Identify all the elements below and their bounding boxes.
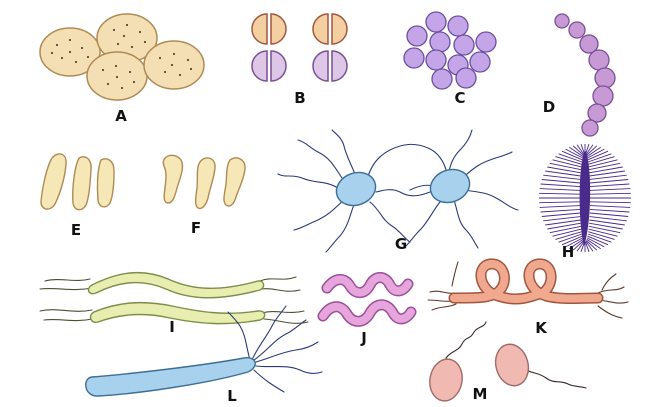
rod-cell xyxy=(41,154,66,209)
fimbria-line xyxy=(590,184,630,187)
fimbria-line xyxy=(590,193,631,194)
fimbria-line xyxy=(539,193,580,194)
fimbria-line xyxy=(543,217,580,221)
spirillum-cell xyxy=(323,305,411,322)
rod-cell xyxy=(97,159,114,207)
coccus-cell xyxy=(426,50,446,70)
fimbria-line xyxy=(590,202,631,203)
figure-f-club-rods xyxy=(163,155,245,208)
coccus-cell xyxy=(595,68,615,88)
label-h: H xyxy=(562,243,575,261)
club-cell xyxy=(196,158,215,209)
club-cell xyxy=(224,158,245,206)
coccus-cell xyxy=(588,104,606,122)
figure-i-long-rods xyxy=(40,273,308,324)
club-cell xyxy=(163,155,182,203)
figure-c-staphylococci xyxy=(404,12,496,89)
fimbria-line xyxy=(590,209,630,212)
fimbria-line xyxy=(542,180,581,184)
coccus-cell xyxy=(404,48,424,68)
fimbria-line xyxy=(539,202,580,203)
figure-g-flagellated-cells xyxy=(278,130,518,252)
figure-j-spirilla xyxy=(323,278,411,322)
diplococcus-pair xyxy=(313,51,347,81)
label-j: J xyxy=(360,329,367,347)
coccus-cell xyxy=(456,68,476,88)
label-e: E xyxy=(71,221,81,239)
coccus-cell xyxy=(454,35,474,55)
figure-k-spirochete xyxy=(428,262,628,318)
label-b: B xyxy=(294,89,305,107)
coccus-cell xyxy=(144,41,204,89)
label-f: F xyxy=(191,219,201,237)
figure-a-cocci xyxy=(40,14,204,100)
label-c: C xyxy=(454,89,465,107)
coccus-cell xyxy=(470,52,490,72)
fimbria-line xyxy=(541,184,581,187)
label-m: M xyxy=(473,385,488,403)
label-k: K xyxy=(535,319,548,337)
coccus-cell xyxy=(582,120,598,136)
coccus-cell xyxy=(593,86,613,106)
figure-d-streptococci xyxy=(555,14,615,136)
fimbria-line xyxy=(590,213,629,217)
fimbria-line xyxy=(590,189,630,191)
monotrichous-cell xyxy=(491,341,533,390)
coccus-cell xyxy=(432,69,452,89)
coccus-cell xyxy=(555,14,569,28)
fimbria-line xyxy=(541,209,581,212)
coccus-cell xyxy=(448,16,468,36)
figure-h-fimbriated-cell xyxy=(539,144,631,252)
fimbria-line xyxy=(543,175,580,179)
label-d: D xyxy=(543,98,555,116)
monotrichous-cell xyxy=(427,357,466,404)
diplococcus-pair xyxy=(313,14,347,44)
coccus-cell xyxy=(430,32,450,52)
label-i: I xyxy=(169,318,175,336)
fimbria-line xyxy=(550,226,581,232)
coccus-cell xyxy=(407,26,427,46)
fimbria-line xyxy=(540,189,580,191)
coccus-cell xyxy=(589,50,609,70)
fimbria-line xyxy=(590,217,627,221)
diplococcus-pair xyxy=(252,14,286,44)
fimbria-line xyxy=(589,226,620,232)
coccus-cell xyxy=(569,22,585,38)
diplococcus-pair xyxy=(252,51,286,81)
coccus-cell xyxy=(426,12,446,32)
flagellated-cell xyxy=(426,164,475,208)
label-a: A xyxy=(115,107,127,125)
long-rod-cell xyxy=(91,303,265,324)
coccus-cell xyxy=(476,32,496,52)
figure-e-rods xyxy=(41,154,114,210)
fimbria-line xyxy=(590,180,629,184)
fimbria-line xyxy=(590,175,627,179)
figure-b-diplococci xyxy=(252,14,347,81)
fimbria-line xyxy=(540,206,580,208)
label-g: G xyxy=(395,235,407,253)
figure-m-monotrichous-cells xyxy=(427,322,586,403)
label-l: L xyxy=(227,387,237,405)
fimbria-line xyxy=(589,163,620,169)
fimbria-line xyxy=(590,206,630,208)
fimbria-line xyxy=(542,213,581,217)
rod-cell xyxy=(73,157,91,210)
fimbria-line xyxy=(550,163,581,169)
long-rod-cell xyxy=(89,273,264,298)
